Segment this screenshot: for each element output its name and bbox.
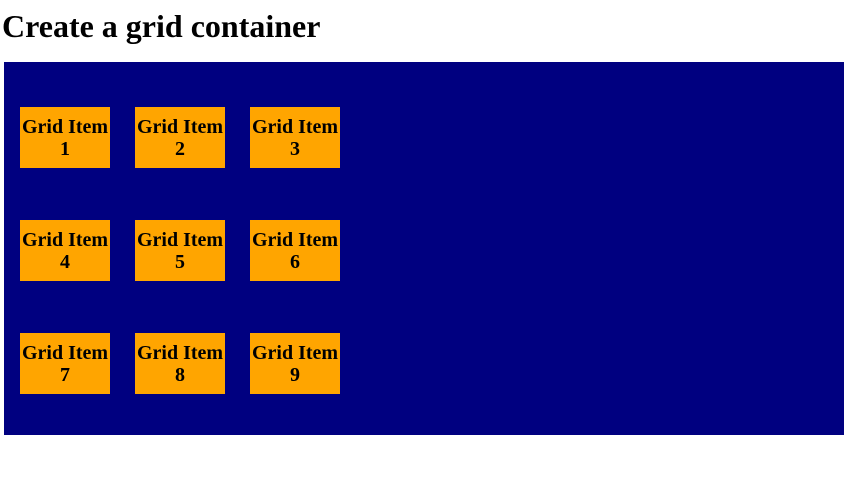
page-title: Create a grid container [2,8,321,44]
grid-item: Grid Item 7 [20,333,110,394]
grid-item: Grid Item 8 [135,333,225,394]
grid-item: Grid Item 3 [250,107,340,168]
grid-item: Grid Item 4 [20,220,110,281]
grid-item: Grid Item 1 [20,107,110,168]
grid-item: Grid Item 5 [135,220,225,281]
grid-item: Grid Item 2 [135,107,225,168]
grid-item: Grid Item 6 [250,220,340,281]
grid-container: Grid Item 1 Grid Item 2 Grid Item 3 Grid… [4,62,844,435]
grid-item: Grid Item 9 [250,333,340,394]
